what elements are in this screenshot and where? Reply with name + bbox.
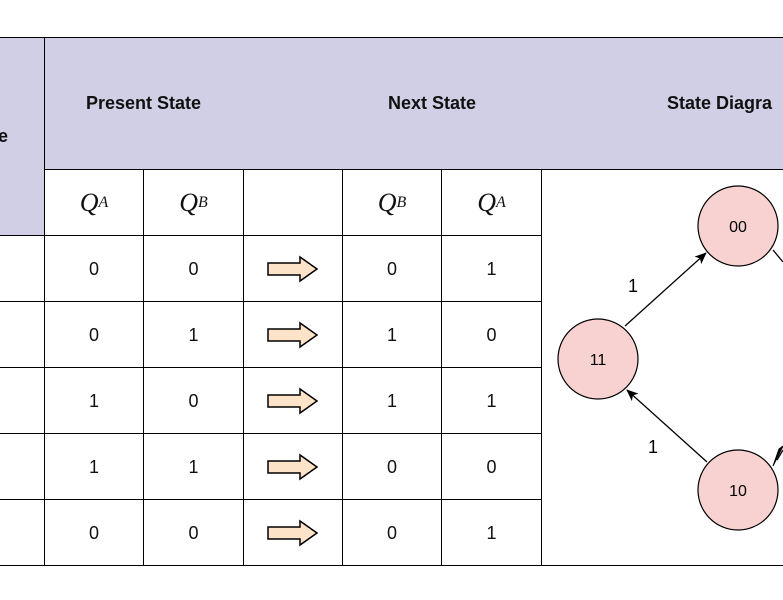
grid-line-row1 (0, 235, 541, 236)
header-next-state: Next State (342, 37, 541, 170)
table-row-1-next-qa: 1 (442, 236, 541, 302)
cell-value: 1 (88, 390, 99, 411)
state-node-10: 10 (697, 449, 779, 531)
cell-value: 1 (486, 522, 497, 543)
present-qb-var: Q (179, 188, 198, 217)
next-qb-sub: B (396, 194, 407, 211)
present-state-label: Present State (85, 93, 202, 113)
cell-value: 0 (386, 258, 397, 279)
table-row-5-present-qb: 0 (144, 500, 243, 566)
cell-value: 1 (486, 390, 497, 411)
present-qb-sub: B (198, 194, 208, 211)
grid-col-6 (541, 169, 542, 566)
present-qa-sub: A (98, 194, 109, 211)
grid-line-row5 (0, 499, 541, 500)
table-row-4-next-qa: 0 (442, 434, 541, 500)
cell-value: 1 (88, 456, 99, 477)
header-first-column-label: e (0, 125, 8, 146)
cell-value: 1 (386, 390, 397, 411)
table-row-1-next-qb: 0 (342, 236, 442, 302)
table-row-4-present-qa: 1 (44, 434, 144, 500)
edge-label-10-11: 1 (648, 437, 658, 457)
table-row-4-next-qb: 0 (342, 434, 442, 500)
table-row-2-present-qa: 0 (44, 302, 144, 368)
edge-offscreen-from-00 (772, 249, 783, 263)
edge-11-to-00 (624, 252, 707, 327)
edge-10-to-11 (626, 389, 708, 463)
right-arrow-icon (267, 387, 319, 415)
cell-value: 0 (486, 324, 497, 345)
cell-value: 0 (188, 258, 199, 279)
grid-col-3 (243, 169, 244, 566)
state-node-00: 00 (697, 185, 779, 267)
next-qa-sub: A (496, 194, 506, 211)
table-row-2-next-qb: 1 (342, 302, 442, 368)
right-arrow-icon (267, 519, 319, 547)
table-row-2-next-qa: 0 (442, 302, 541, 368)
table-row-5-present-qa: 0 (44, 500, 144, 566)
state-node-11: 11 (557, 318, 639, 400)
next-qa-var: Q (477, 188, 496, 217)
grid-line-bottom (0, 565, 783, 566)
grid-col-2 (143, 169, 144, 566)
right-arrow-icon (267, 321, 319, 349)
header-present-state: Present State (44, 37, 243, 170)
next-qb-var: Q (377, 188, 397, 217)
table-row-3-present-qa: 1 (44, 368, 144, 434)
cell-value: 1 (188, 456, 199, 477)
next-state-label: Next State (388, 93, 477, 113)
cell-value: 0 (88, 258, 99, 279)
cell-value: 0 (188, 390, 199, 411)
present-qa-var: Q (79, 188, 99, 217)
grid-line-row4 (0, 433, 541, 434)
table-row-1-present-qb: 0 (144, 236, 243, 302)
cell-value: 1 (386, 324, 397, 345)
grid-col-4 (342, 169, 343, 566)
grid-col-1 (44, 37, 45, 566)
cell-value: 0 (486, 456, 497, 477)
right-arrow-icon (267, 255, 319, 283)
grid-line-row3 (0, 367, 541, 368)
table-row-3-present-qb: 0 (144, 368, 243, 434)
table-row-1-present-qa: 0 (44, 236, 144, 302)
edge-label-11-00: 1 (628, 276, 638, 296)
grid-col-5 (441, 169, 442, 566)
grid-line-row2 (0, 301, 541, 302)
cell-value: 0 (88, 324, 99, 345)
edge-offscreen-to-10-arrowhead (772, 445, 783, 467)
cell-value: 0 (88, 522, 99, 543)
table-row-3-next-qb: 1 (342, 368, 442, 434)
right-arrow-icon (267, 453, 319, 481)
cell-value: 0 (188, 522, 199, 543)
cell-value: 0 (386, 456, 397, 477)
state-diagram-label: State Diagra (667, 93, 773, 113)
cell-value: 1 (486, 258, 497, 279)
state-node-00-label: 00 (729, 219, 747, 236)
grid-line-subheader (44, 169, 783, 170)
table-row-3-next-qa: 1 (442, 368, 541, 434)
table-row-5-next-qb: 0 (342, 500, 442, 566)
header-first-column: e (0, 37, 44, 235)
header-state-diagram: State Diagra (541, 37, 783, 170)
table-row-4-present-qb: 1 (144, 434, 243, 500)
edge-offscreen-to-10 (776, 449, 783, 461)
cell-value: 0 (386, 522, 397, 543)
cell-value: 1 (188, 324, 199, 345)
header-arrow-spacer (243, 37, 342, 170)
grid-line-top (0, 37, 783, 38)
table-row-2-present-qb: 1 (144, 302, 243, 368)
state-node-10-label: 10 (729, 483, 747, 500)
table-row-5-next-qa: 1 (442, 500, 541, 566)
state-node-11-label: 11 (590, 352, 607, 369)
